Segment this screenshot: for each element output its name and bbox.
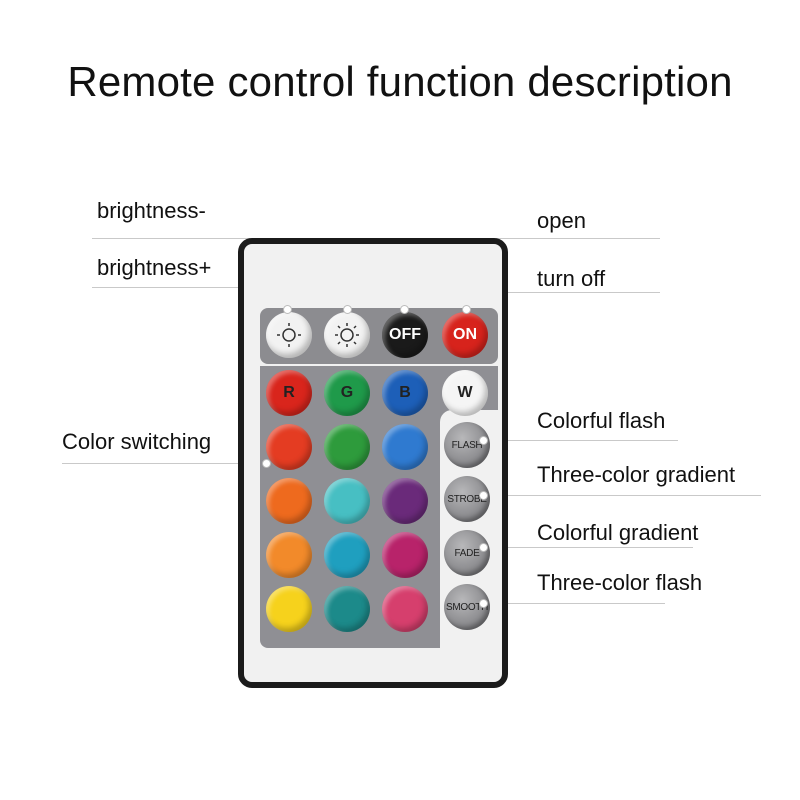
- green-label: G: [340, 384, 354, 401]
- fade-label: FADE: [454, 547, 480, 559]
- leader-line: [62, 463, 267, 464]
- color-button[interactable]: [382, 586, 428, 632]
- leader-line: [92, 287, 288, 288]
- label-colorful-gradient: Colorful gradient: [537, 520, 699, 545]
- marker-dot: [479, 436, 488, 445]
- white-label: W: [457, 384, 473, 401]
- strobe-label: STROBE: [447, 493, 487, 505]
- brightness-up-button[interactable]: [324, 312, 370, 358]
- leader-line: [92, 238, 348, 239]
- label-three-color-gradient: Three-color gradient: [537, 462, 736, 487]
- power-on-button[interactable]: ON: [442, 312, 488, 358]
- marker-dot: [400, 305, 409, 314]
- leader-line: [483, 495, 761, 496]
- marker-dot: [283, 305, 292, 314]
- blue-button[interactable]: B: [382, 370, 428, 416]
- color-button[interactable]: [324, 532, 370, 578]
- red-button[interactable]: R: [266, 370, 312, 416]
- marker-dot: [343, 305, 352, 314]
- power-off-button[interactable]: OFF: [382, 312, 428, 358]
- marker-dot: [479, 599, 488, 608]
- leader-line: [483, 440, 678, 441]
- leader-line: [483, 547, 693, 548]
- color-button[interactable]: [382, 424, 428, 470]
- red-label: R: [283, 384, 295, 401]
- label-brightness-up: brightness+: [97, 255, 212, 280]
- label-three-color-flash: Three-color flash: [537, 570, 703, 595]
- flash-label: FLASH: [451, 439, 483, 451]
- color-button[interactable]: [324, 424, 370, 470]
- power-on-label: ON: [453, 326, 477, 343]
- leader-line: [404, 238, 660, 239]
- color-button[interactable]: [324, 478, 370, 524]
- smooth-label: SMOOTH: [445, 601, 489, 613]
- blue-label: B: [399, 384, 411, 401]
- power-off-label: OFF: [389, 326, 421, 343]
- page-title: Remote control function description: [67, 58, 733, 105]
- flash-button[interactable]: FLASH: [444, 422, 490, 468]
- label-open: open: [537, 208, 586, 233]
- color-button[interactable]: [266, 532, 312, 578]
- white-button[interactable]: W: [442, 370, 488, 416]
- color-button[interactable]: [324, 586, 370, 632]
- remote-control: OFF ON R G B W FLASH STROBE FADE SMOOTH: [238, 238, 508, 688]
- sun-bright-icon: [335, 323, 359, 347]
- label-turn-off: turn off: [537, 266, 606, 291]
- color-button[interactable]: [266, 586, 312, 632]
- color-button[interactable]: [382, 478, 428, 524]
- fade-button[interactable]: FADE: [444, 530, 490, 576]
- brightness-down-button[interactable]: [266, 312, 312, 358]
- color-button[interactable]: [266, 478, 312, 524]
- leader-line: [466, 292, 660, 293]
- label-brightness-down: brightness-: [97, 198, 206, 223]
- green-button[interactable]: G: [324, 370, 370, 416]
- leader-line: [483, 603, 665, 604]
- marker-dot: [479, 543, 488, 552]
- marker-dot: [479, 491, 488, 500]
- marker-dot: [262, 459, 271, 468]
- color-button[interactable]: [382, 532, 428, 578]
- label-color-switching: Color switching: [62, 429, 212, 454]
- marker-dot: [462, 305, 471, 314]
- color-button[interactable]: [266, 424, 312, 470]
- sun-dim-icon: [277, 323, 301, 347]
- label-colorful-flash: Colorful flash: [537, 408, 666, 433]
